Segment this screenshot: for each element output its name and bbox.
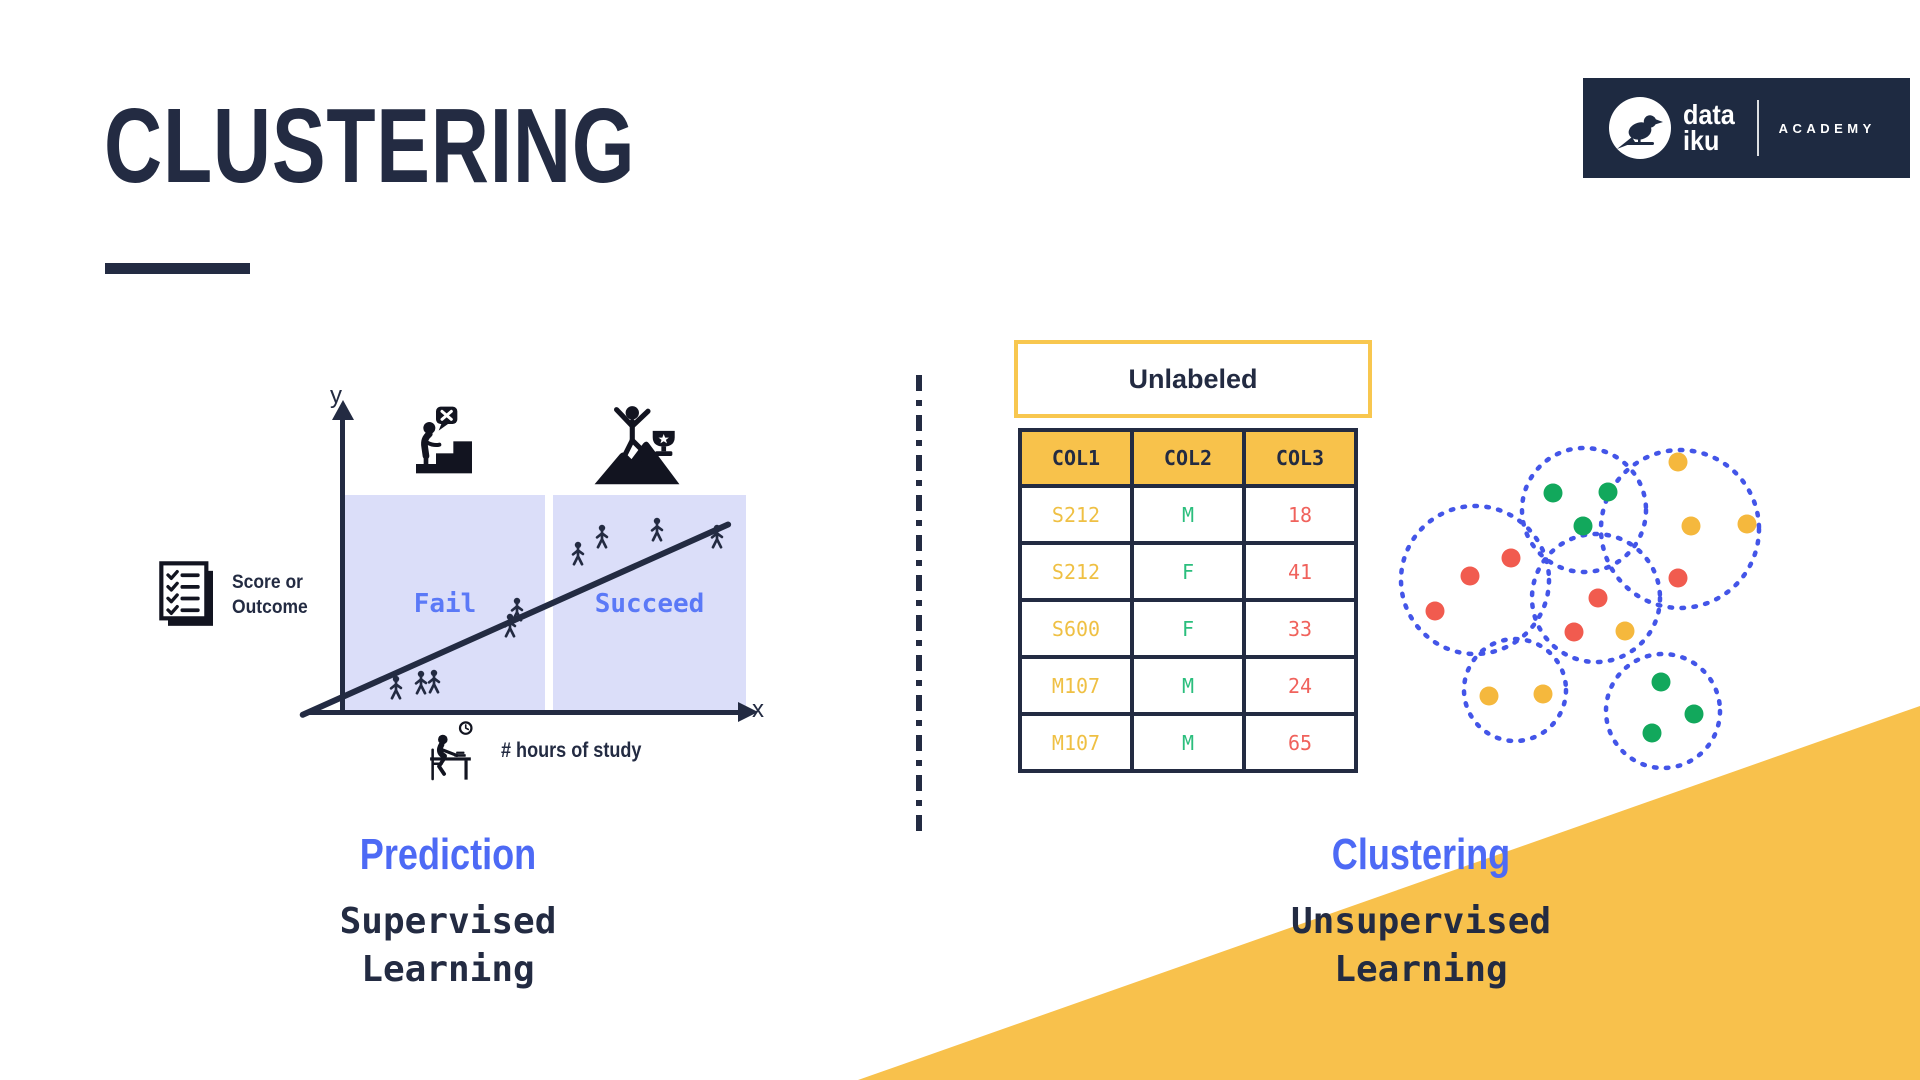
student-figure-icon bbox=[710, 524, 724, 549]
x-axis bbox=[307, 710, 741, 715]
brand-line-1: data bbox=[1683, 98, 1735, 130]
student-figure-icon bbox=[510, 597, 524, 622]
academy-label: ACADEMY bbox=[1778, 120, 1876, 136]
data-point-dot bbox=[1460, 566, 1480, 586]
data-point-dot bbox=[1651, 672, 1671, 692]
data-point-dot bbox=[1588, 588, 1608, 608]
clustering-heading: Clustering bbox=[1331, 830, 1511, 879]
data-point-dot bbox=[1642, 723, 1662, 743]
column-header: COL3 bbox=[1242, 428, 1358, 488]
fail-region: Fail bbox=[345, 495, 545, 712]
cluster-boundary-circle bbox=[1519, 445, 1649, 575]
succeed-summit-trophy-icon bbox=[594, 406, 680, 485]
table-cell: M bbox=[1130, 655, 1246, 716]
score-outcome-block: Score or Outcome bbox=[158, 560, 314, 630]
dataiku-logo: data iku ACADEMY bbox=[1583, 78, 1910, 178]
table-cell: S212 bbox=[1018, 484, 1134, 545]
data-point-dot bbox=[1668, 568, 1688, 588]
y-axis-label: y bbox=[330, 382, 342, 409]
checklist-icon bbox=[159, 561, 213, 626]
studying-person-icon bbox=[430, 721, 473, 781]
column-header: COL1 bbox=[1018, 428, 1134, 488]
y-axis-arrow bbox=[332, 400, 354, 420]
data-point-dot bbox=[1681, 516, 1701, 536]
page-title: CLUSTERING bbox=[104, 87, 636, 205]
section-divider bbox=[916, 375, 922, 835]
data-point-dot bbox=[1737, 514, 1757, 534]
fail-person-stairs-icon bbox=[416, 406, 472, 474]
cluster-boundary-circle bbox=[1603, 651, 1723, 771]
column-header: COL2 bbox=[1130, 428, 1246, 488]
cluster-boundary-circle bbox=[1461, 636, 1569, 744]
data-point-dot bbox=[1615, 621, 1635, 641]
supervised-learning-subheading: Supervised Learning bbox=[339, 901, 557, 990]
student-figure-icon bbox=[650, 517, 664, 542]
data-point-dot bbox=[1543, 483, 1563, 503]
cluster-boundary-circle bbox=[1398, 503, 1552, 657]
fail-label: Fail bbox=[413, 588, 477, 619]
logo-separator bbox=[1756, 100, 1759, 156]
unsupervised-learning-subheading: Unsupervised Learning bbox=[1290, 901, 1552, 990]
cluster-boundary-circle bbox=[1598, 447, 1762, 611]
data-point-dot bbox=[1501, 548, 1521, 568]
data-point-dot bbox=[1573, 516, 1593, 536]
table-cell: F bbox=[1130, 541, 1246, 602]
succeed-label: Succeed bbox=[594, 588, 705, 619]
table-cell: F bbox=[1130, 598, 1246, 659]
table-cell: 18 bbox=[1242, 484, 1358, 545]
table-cell: 24 bbox=[1242, 655, 1358, 716]
student-figure-icon bbox=[427, 669, 441, 694]
title-underline bbox=[105, 263, 250, 274]
score-outcome-label: Score or Outcome bbox=[232, 571, 308, 618]
cluster-plot bbox=[1398, 445, 1762, 771]
data-point-dot bbox=[1564, 622, 1584, 642]
y-axis bbox=[340, 418, 345, 715]
data-point-dot bbox=[1425, 601, 1445, 621]
table-cell: S600 bbox=[1018, 598, 1134, 659]
x-axis-arrow bbox=[738, 702, 758, 722]
table-cell: 41 bbox=[1242, 541, 1358, 602]
prediction-heading: Prediction bbox=[359, 830, 537, 879]
hours-of-study-block: # hours of study bbox=[425, 720, 664, 782]
unlabeled-label: Unlabeled bbox=[1128, 363, 1258, 394]
data-point-dot bbox=[1533, 684, 1553, 704]
data-point-dot bbox=[1684, 704, 1704, 724]
student-figure-icon bbox=[595, 524, 609, 549]
table-cell: M107 bbox=[1018, 712, 1134, 773]
table-cell: M107 bbox=[1018, 655, 1134, 716]
dataiku-bird-icon bbox=[1609, 97, 1671, 159]
student-figure-icon bbox=[571, 541, 585, 566]
table-cell: S212 bbox=[1018, 541, 1134, 602]
table-cell: M bbox=[1130, 712, 1246, 773]
unlabeled-box: Unlabeled bbox=[1014, 340, 1372, 418]
table-cell: 65 bbox=[1242, 712, 1358, 773]
data-point-dot bbox=[1479, 686, 1499, 706]
brand-wordmark: data iku bbox=[1683, 98, 1735, 156]
data-point-dot bbox=[1598, 482, 1618, 502]
data-point-dot bbox=[1668, 452, 1688, 472]
x-axis-label: x bbox=[752, 696, 764, 723]
student-figure-icon bbox=[389, 675, 403, 700]
hours-of-study-label: # hours of study bbox=[501, 739, 642, 762]
cluster-boundary-circle bbox=[1529, 531, 1663, 665]
brand-line-2: iku bbox=[1683, 125, 1720, 156]
table-cell: 33 bbox=[1242, 598, 1358, 659]
table-cell: M bbox=[1130, 484, 1246, 545]
